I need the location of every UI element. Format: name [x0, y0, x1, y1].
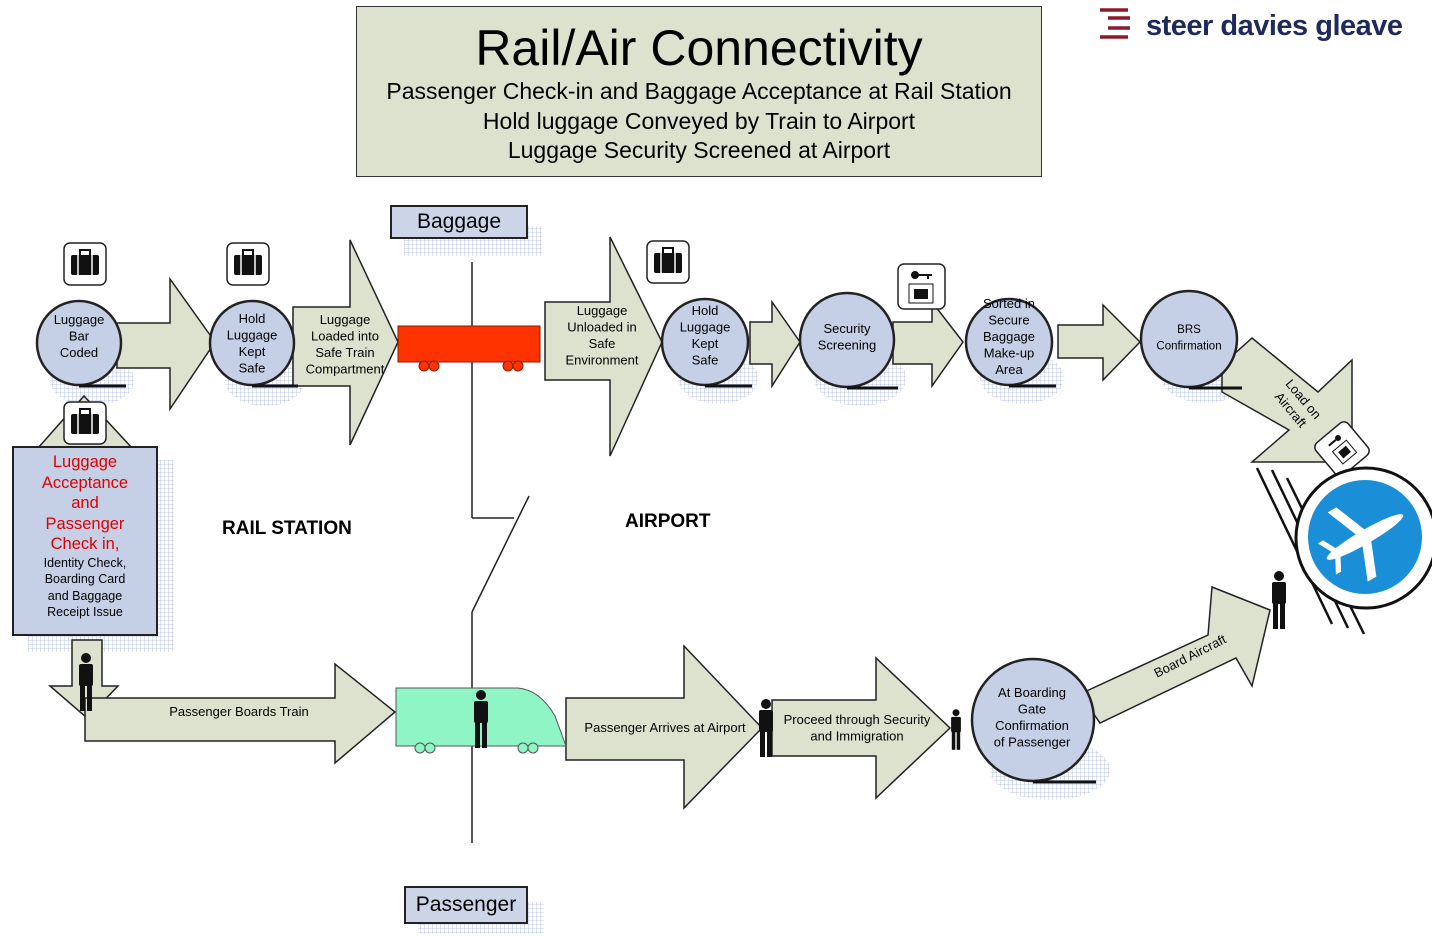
- label-line: Kept: [239, 344, 266, 359]
- checkin-detail-line: Receipt Issue: [47, 605, 123, 619]
- label-line: Safe: [692, 353, 719, 368]
- label-line: Safe: [589, 336, 616, 351]
- checkin-box: Luggage Acceptance and Passenger Check i…: [12, 446, 158, 636]
- title-box: Rail/Air Connectivity Passenger Check-in…: [356, 6, 1042, 177]
- checkin-red-line: and: [71, 494, 99, 512]
- checkin-red-line: Acceptance: [41, 473, 129, 492]
- arrow-luggage-unloaded: [544, 236, 663, 457]
- label-line: Kept: [692, 336, 719, 351]
- label-line: Gate: [1018, 702, 1046, 717]
- key-tag-icon: [897, 263, 946, 310]
- label-line: Hold: [239, 311, 266, 326]
- arrow-label-boards-train: Passenger Boards Train: [169, 704, 308, 719]
- label-line: Sorted in: [983, 296, 1035, 311]
- label-line: Confirmation: [1156, 341, 1221, 353]
- arrow-board-aircraft: [1078, 585, 1271, 724]
- label-line: Bar: [69, 329, 90, 344]
- checkin-red-line: Check in,: [50, 535, 120, 553]
- logo-mark-icon: [1100, 8, 1130, 39]
- freight-train-icon: [397, 325, 541, 372]
- label-line: Unloaded in: [567, 320, 636, 335]
- arrow-label-arrives-airport: Passenger Arrives at Airport: [584, 720, 746, 735]
- arrow-arrives-airport: [565, 644, 764, 810]
- node-label-brs-confirmation: BRS Confirmation: [1156, 324, 1221, 353]
- airplane-icon: [1294, 466, 1432, 610]
- person-icon: [759, 699, 773, 757]
- label-line: Make-up: [984, 346, 1035, 361]
- suitcase-icon: [63, 242, 107, 286]
- suitcase-icon: [63, 401, 107, 445]
- label-line: Luggage: [320, 312, 371, 327]
- checkin-red-line: Luggage: [52, 453, 118, 471]
- node-brs-confirmation: [1139, 289, 1239, 389]
- label-line: Security: [824, 321, 871, 336]
- region-airport: AIRPORT: [625, 511, 711, 532]
- label-line: Secure: [988, 313, 1029, 328]
- label-line: Passenger Arrives at Airport: [584, 720, 746, 735]
- suitcase-icon: [646, 240, 690, 284]
- arrow-bag-2: [292, 239, 399, 446]
- label-line: Compartment: [306, 362, 385, 377]
- label-line: Luggage: [680, 320, 731, 335]
- arrow-bag-1: [116, 276, 216, 412]
- person-icon: [951, 709, 961, 750]
- suitcase-icon: [226, 242, 270, 286]
- arrow-security-immigration: [771, 656, 952, 800]
- label-line: Loaded into: [311, 329, 379, 344]
- label-line: Safe Train: [315, 345, 374, 360]
- legend-baggage: Baggage: [390, 205, 528, 239]
- person-icon: [1272, 571, 1286, 629]
- checkin-detail-line: and Baggage: [47, 588, 123, 603]
- label-line: At Boarding: [998, 685, 1066, 700]
- label-line: and Immigration: [810, 729, 903, 744]
- arrow-label-security-immigration: Proceed through Security and Immigration: [784, 712, 931, 744]
- label-line: Safe: [239, 361, 266, 376]
- label-line: Environment: [566, 353, 639, 368]
- arrow-bag-4: [892, 299, 964, 389]
- label-line: Coded: [60, 345, 98, 360]
- subtitle-line-1: Passenger Check-in and Baggage Acceptanc…: [386, 78, 1012, 104]
- label-line: Area: [995, 362, 1023, 377]
- logo-text: steer davies gleave: [1146, 10, 1403, 42]
- label-line: Confirmation: [995, 718, 1069, 733]
- key-tag-icon: [1314, 421, 1370, 477]
- label-line: Baggage: [983, 329, 1035, 344]
- checkin-detail-line: Boarding Card: [44, 572, 126, 586]
- label-line: Screening: [818, 338, 877, 353]
- region-rail-station: RAIL STATION: [222, 518, 352, 539]
- label-line: Passenger Boards Train: [169, 704, 308, 719]
- subtitle-line-2: Hold luggage Conveyed by Train to Airpor…: [482, 107, 916, 134]
- label-line: Luggage: [577, 303, 628, 318]
- subtitle-line-3: Luggage Security Screened at Airport: [507, 137, 891, 163]
- legend-passenger: Passenger: [404, 886, 528, 924]
- label-line: of Passenger: [994, 735, 1071, 750]
- checkin-red-line: Passenger: [45, 514, 125, 533]
- page-title: Rail/Air Connectivity: [475, 20, 923, 76]
- label-line: BRS: [1177, 324, 1201, 336]
- label-line: Luggage: [54, 312, 105, 327]
- arrow-bag-3: [749, 299, 801, 389]
- company-logo: steer davies gleave: [1098, 6, 1428, 46]
- label-line: Luggage: [227, 328, 278, 343]
- label-line: Hold: [692, 303, 719, 318]
- label-line: Proceed through Security: [784, 712, 931, 727]
- checkin-detail-line: Identity Check,: [43, 555, 127, 570]
- arrow-bag-5: [1057, 303, 1142, 382]
- arrow-boards-train: [84, 662, 397, 765]
